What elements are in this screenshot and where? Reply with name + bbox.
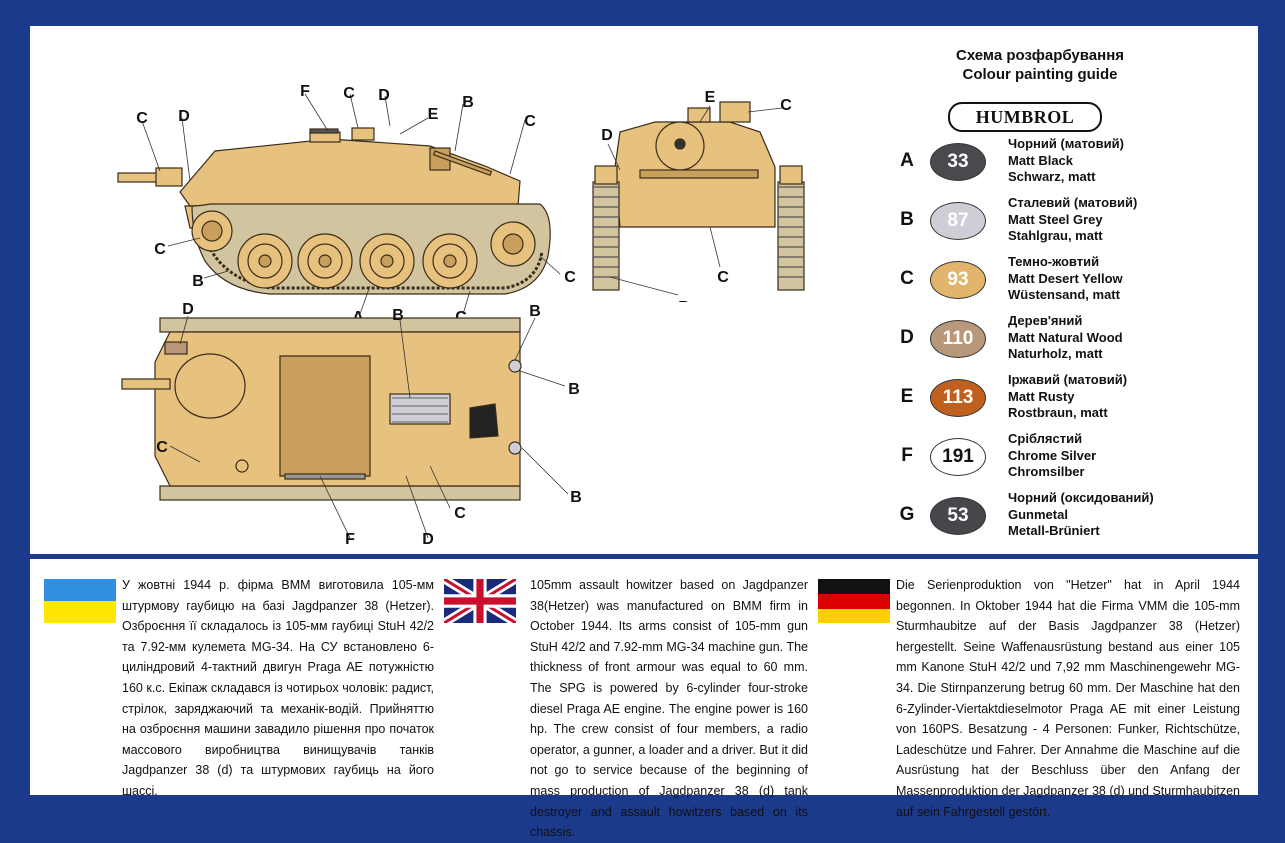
paint-name-de: Schwarz, matt (1008, 169, 1096, 184)
top-callout-d1: D (182, 301, 194, 318)
front-callout-b: B (678, 299, 690, 302)
top-callout-c2: C (454, 505, 466, 522)
paint-swatch: 110 (930, 320, 986, 358)
paint-name-de: Wüstensand, matt (1008, 287, 1120, 302)
description-en: 105mm assault howitzer based on Jagdpanz… (530, 578, 808, 840)
side-callout-c3: C (524, 113, 536, 130)
front-callout-d: D (601, 127, 613, 144)
paint-name-en: Matt Black (1008, 152, 1074, 168)
paint-swatch: 93 (930, 261, 986, 299)
guide-title-en: Colour painting guide (962, 66, 1118, 83)
painting-guide-panel: C D F C D E B C C B A C C (30, 26, 1258, 554)
side-callout-c4: C (154, 241, 166, 258)
side-callout-c6: C (564, 269, 576, 286)
top-track-lower (159, 485, 521, 501)
description-de: Die Serienproduktion von "Hetzer" hat in… (896, 578, 1240, 819)
side-callout-e: E (428, 106, 439, 123)
front-view-drawing: E C D C B (592, 89, 805, 302)
top-callout-b2: B (529, 303, 541, 320)
side-callout-c2: C (343, 85, 355, 102)
side-callout-d2: D (378, 87, 390, 104)
paint-letter: D (900, 327, 914, 348)
paint-swatch: 53 (930, 497, 986, 535)
paint-name-ua: Іржавий (матовий) (1008, 372, 1128, 387)
paint-swatch: 191 (930, 438, 986, 476)
top-gun-mantlet (174, 353, 246, 419)
side-callout-d1: D (178, 108, 190, 125)
paint-name-de: Rostbraun, matt (1008, 405, 1108, 420)
paint-name-en: Chrome Silver (1008, 447, 1097, 463)
paint-name-de: Chromsilber (1008, 464, 1085, 479)
paint-letter: E (900, 386, 914, 407)
side-callout-f: F (300, 83, 310, 100)
uk-flag-icon (444, 579, 516, 623)
side-callout-b2: B (192, 273, 204, 290)
top-callout-c1: C (156, 439, 168, 456)
paint-name-ua: Дерев'яний (1008, 313, 1083, 328)
ukraine-flag-icon (44, 579, 116, 623)
paint-swatch: 33 (930, 143, 986, 181)
top-track-upper (159, 317, 521, 333)
front-track-left (592, 181, 620, 291)
paint-name-en: Matt Rusty (1008, 388, 1075, 404)
top-callout-b1: B (392, 307, 404, 324)
front-callout-c1: C (780, 97, 792, 114)
paint-letter: A (900, 150, 914, 171)
paint-name-en: Matt Steel Grey (1008, 211, 1103, 227)
side-callout-c1: C (136, 110, 148, 127)
side-hull (179, 138, 521, 207)
paint-swatch: 113 (930, 379, 986, 417)
paint-name-en: Matt Natural Wood (1008, 329, 1123, 345)
front-callout-c2: C (717, 269, 729, 286)
paint-name-ua: Темно-жовтий (1008, 254, 1100, 269)
paint-name-de: Naturholz, matt (1008, 346, 1103, 361)
paint-name-ua: Сріблястий (1008, 431, 1083, 446)
humbrol-logo: HUMBROL (948, 102, 1102, 132)
side-callout-b1: B (462, 94, 474, 111)
top-callout-d2: D (422, 531, 434, 546)
top-callout-b3: B (568, 381, 580, 398)
paint-name-de: Metall-Brüniert (1008, 523, 1100, 538)
paint-letter: G (899, 504, 915, 525)
paint-swatch: 87 (930, 202, 986, 240)
top-view-drawing: D B C B B B C F D (121, 301, 582, 546)
paint-letter: B (900, 209, 914, 230)
paint-name-ua: Чорний (оксидований) (1008, 490, 1154, 505)
paint-name-ua: Сталевий (матовий) (1008, 195, 1138, 210)
front-callout-e: E (705, 89, 716, 106)
description-ua: У жовтні 1944 р. фірма ВММ виготовила 10… (122, 578, 434, 798)
guide-title: Схема розфарбування Colour painting guid… (920, 46, 1160, 84)
paint-name-de: Stahlgrau, matt (1008, 228, 1103, 243)
germany-flag-icon (818, 579, 890, 623)
side-view-drawing: C D F C D E B C C B A C C (117, 83, 576, 326)
guide-title-ua: Схема розфарбування (955, 47, 1125, 64)
paint-name-ua: Чорний (матовий) (1008, 136, 1124, 151)
description-footer: У жовтні 1944 р. фірма ВММ виготовила 10… (30, 556, 1258, 839)
paint-letter: C (900, 268, 914, 289)
paint-name-en: Gunmetal (1008, 506, 1068, 522)
top-callout-f: F (345, 531, 355, 546)
front-track-right (777, 181, 805, 291)
paint-letter: F (901, 445, 913, 466)
paint-name-en: Matt Desert Yellow (1008, 270, 1123, 286)
top-callout-b4: B (570, 489, 582, 506)
